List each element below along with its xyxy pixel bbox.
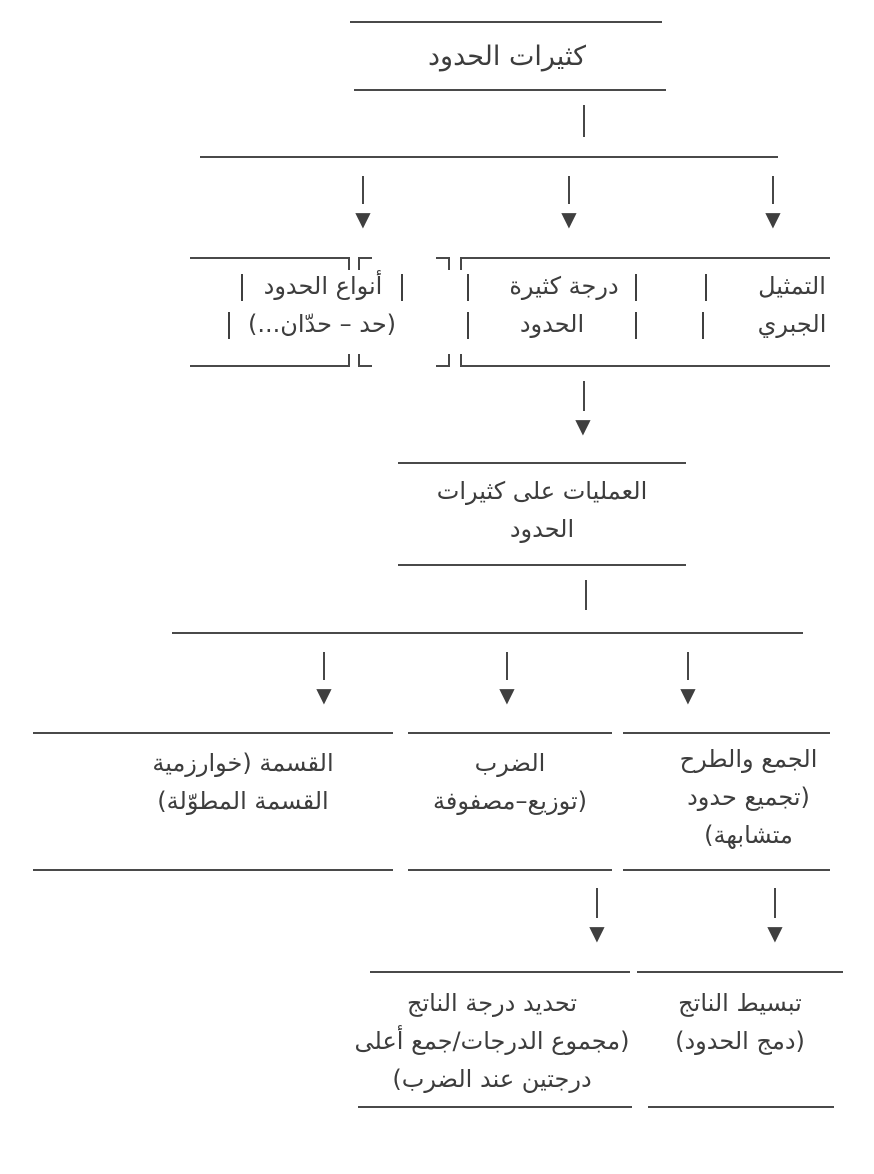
multiplication-stem bbox=[506, 652, 508, 680]
arrow-down-icon: ▼ bbox=[561, 207, 577, 231]
pipe-separator bbox=[467, 312, 469, 339]
pipe-separator bbox=[228, 312, 230, 339]
polynomial-degree-label-line1: درجة كثيرة bbox=[509, 272, 619, 300]
arrow-down-icon: ▼ bbox=[575, 414, 591, 438]
corner-tick bbox=[358, 257, 372, 259]
addition-label-line2: (تجميع حدود bbox=[687, 783, 810, 811]
multiplication-label-line1: الضرب bbox=[474, 749, 546, 777]
addition-bottom-line bbox=[623, 869, 830, 871]
corner-tick bbox=[348, 354, 350, 367]
arrow-down-icon: ▼ bbox=[355, 207, 371, 231]
root-node-label: كثيرات الحدود bbox=[428, 41, 586, 72]
corner-tick bbox=[460, 354, 462, 367]
multiplication-label-line2: (توزيع–مصفوفة bbox=[432, 787, 588, 815]
root-bottom-line bbox=[354, 89, 666, 91]
corner-tick bbox=[448, 257, 450, 270]
corner-tick bbox=[436, 257, 450, 259]
branch2-stem bbox=[568, 176, 570, 204]
pipe-separator bbox=[241, 274, 243, 301]
result-degree-label-line2: (مجموع الدرجات/جمع أعلى bbox=[354, 1027, 630, 1055]
branch1-stem bbox=[362, 176, 364, 204]
corner-tick bbox=[358, 257, 360, 270]
division-stem bbox=[323, 652, 325, 680]
algebraic-representation-label-line2: الجبري bbox=[757, 310, 827, 338]
simplify-label-line2: (دمج الحدود) bbox=[675, 1027, 805, 1055]
degree-algebraic-top-line bbox=[460, 257, 830, 259]
addition-label-line3: متشابهة) bbox=[704, 821, 793, 849]
corner-tick bbox=[348, 257, 350, 270]
corner-tick bbox=[448, 354, 450, 367]
arrow-down-icon: ▼ bbox=[589, 921, 605, 945]
corner-tick bbox=[358, 354, 360, 367]
branch3-stem bbox=[772, 176, 774, 204]
polynomial-degree-label-line2: الحدود bbox=[519, 310, 585, 338]
arrow-down-icon: ▼ bbox=[765, 207, 781, 231]
corner-tick bbox=[436, 365, 450, 367]
result-degree-label-line1: تحديد درجة الناتج bbox=[407, 989, 577, 1017]
addition-top-line bbox=[623, 732, 830, 734]
level2-branch-line bbox=[172, 632, 803, 634]
simplify-top-line bbox=[637, 971, 843, 973]
pipe-separator bbox=[705, 274, 707, 301]
term-types-label-line1: أنواع الحدود bbox=[263, 272, 383, 300]
operations-top-line bbox=[398, 462, 686, 464]
operations-label-line2: الحدود bbox=[509, 515, 575, 543]
pipe-separator bbox=[635, 312, 637, 339]
simplify-bottom-line bbox=[648, 1106, 834, 1108]
types-box-top-line bbox=[190, 257, 350, 259]
addition-label-line1: الجمع والطرح bbox=[679, 745, 818, 773]
pipe-separator bbox=[702, 312, 704, 339]
addition-stem bbox=[687, 652, 689, 680]
division-bottom-line bbox=[33, 869, 393, 871]
division-label-line2: القسمة المطوّلة) bbox=[157, 787, 329, 815]
algebraic-representation-label-line1: التمثيل bbox=[758, 272, 826, 300]
result-degree-stem bbox=[596, 888, 598, 918]
degree-algebraic-bottom-line bbox=[460, 365, 830, 367]
result-degree-top-line bbox=[370, 971, 630, 973]
operations-label-line1: العمليات على كثيرات bbox=[436, 477, 648, 505]
corner-tick bbox=[460, 257, 462, 270]
division-label-line1: القسمة (خوارزمية bbox=[152, 749, 334, 777]
root-connector-stem bbox=[583, 105, 585, 137]
arrow-down-icon: ▼ bbox=[680, 683, 696, 707]
term-types-label-line2: (حد – حدّان...) bbox=[247, 310, 397, 338]
result-degree-bottom-line bbox=[358, 1106, 632, 1108]
division-top-line bbox=[33, 732, 393, 734]
pipe-separator bbox=[401, 274, 403, 301]
level2-connector-stem bbox=[585, 580, 587, 610]
arrow-down-icon: ▼ bbox=[767, 921, 783, 945]
root-top-line bbox=[350, 21, 662, 23]
simplify-label-line1: تبسيط الناتج bbox=[678, 989, 802, 1017]
arrow-down-icon: ▼ bbox=[499, 683, 515, 707]
result-degree-label-line3: درجتين عند الضرب) bbox=[392, 1065, 592, 1093]
types-box-bottom-line bbox=[190, 365, 350, 367]
corner-tick bbox=[358, 365, 372, 367]
arrow-down-icon: ▼ bbox=[316, 683, 332, 707]
operations-bottom-line bbox=[398, 564, 686, 566]
pipe-separator bbox=[635, 274, 637, 301]
operations-connector-stem bbox=[583, 381, 585, 411]
multiplication-top-line bbox=[408, 732, 612, 734]
pipe-separator bbox=[467, 274, 469, 301]
simplify-stem bbox=[774, 888, 776, 918]
level1-branch-line bbox=[200, 156, 778, 158]
multiplication-bottom-line bbox=[408, 869, 612, 871]
